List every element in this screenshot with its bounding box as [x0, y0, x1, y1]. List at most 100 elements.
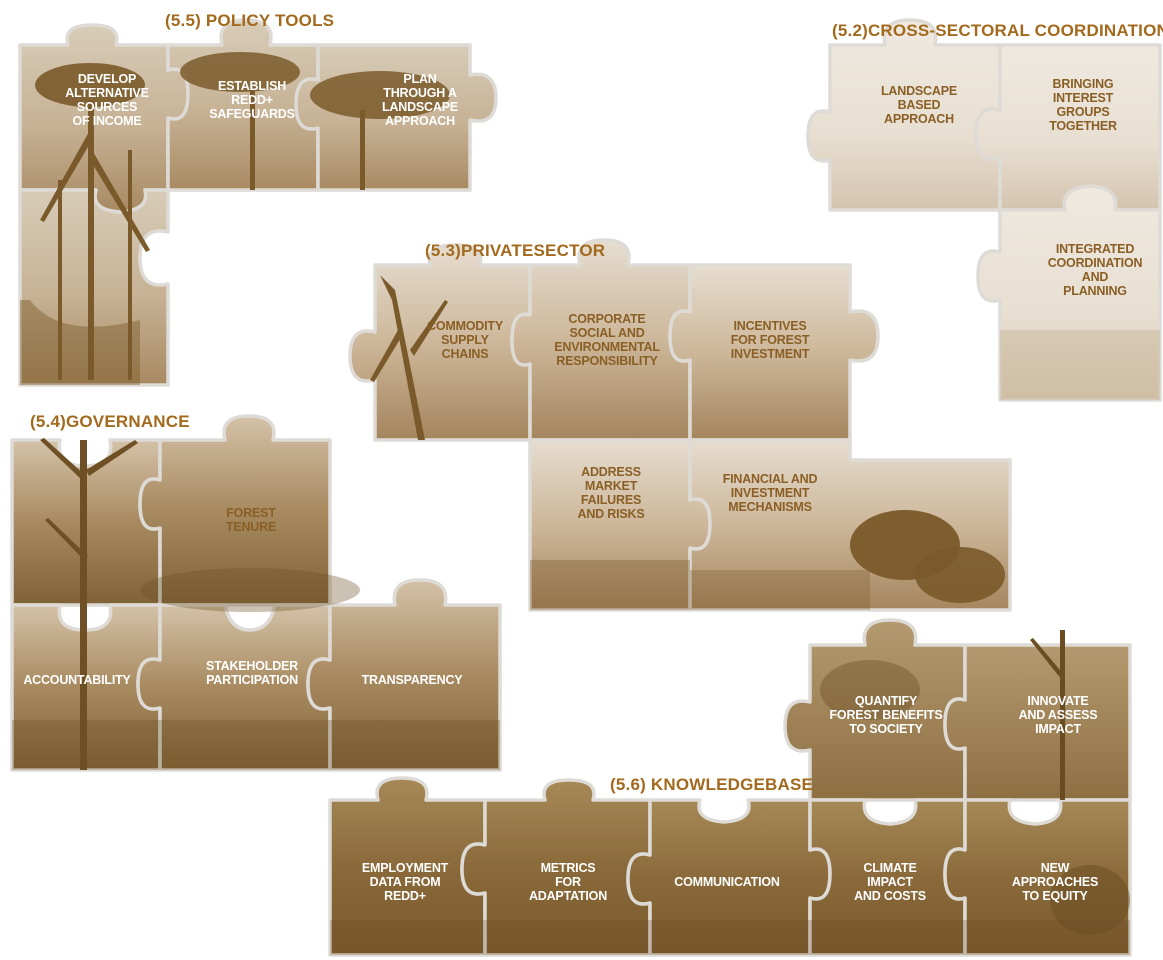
piece-label-line: APPROACHES: [1012, 875, 1098, 889]
piece-label-line: COMMODITY: [427, 319, 504, 333]
piece-label-line: FOREST: [226, 506, 276, 520]
group-heading: (5.4)GOVERNANCE: [30, 412, 190, 431]
piece-label-line: INTEREST: [1053, 91, 1114, 105]
piece-label-line: INCENTIVES: [733, 319, 806, 333]
piece-label-line: MARKET: [585, 479, 638, 493]
piece-label-line: METRICS: [541, 861, 596, 875]
group-heading: (5.5) POLICY TOOLS: [165, 11, 334, 30]
piece-label-line: IMPACT: [1035, 722, 1081, 736]
piece-label-line: BRINGING: [1053, 77, 1114, 91]
piece-label-line: PLANNING: [1063, 284, 1127, 298]
piece-label-line: TO EQUITY: [1022, 889, 1088, 903]
group-cross-sectoral: (5.2)CROSS-SECTORAL COORDINATION LANDSCA…: [806, 18, 1163, 402]
haze-band: [1000, 330, 1160, 400]
piece-label-line: ALTERNATIVE: [65, 86, 148, 100]
tree-silhouette-icon: [12, 438, 500, 770]
puzzle-piece: [943, 643, 1132, 802]
piece-label-line: PLAN: [403, 72, 436, 86]
piece-label-line: TRANSPARENCY: [362, 673, 464, 687]
piece-label-line: AND RISKS: [578, 507, 645, 521]
piece-label-line: QUANTIFY: [855, 694, 918, 708]
piece-label-line: ADAPTATION: [529, 889, 607, 903]
piece-label-line: NEW: [1041, 861, 1070, 875]
piece-label-line: SOCIAL AND: [569, 326, 644, 340]
piece-label-line: AND COSTS: [854, 889, 926, 903]
piece-label-line: AND: [1082, 270, 1109, 284]
piece-label-line: FAILURES: [581, 493, 641, 507]
piece-label-line: TOGETHER: [1049, 119, 1117, 133]
piece-label-line: INVESTMENT: [731, 347, 810, 361]
piece-label-line: PARTICIPATION: [206, 673, 298, 687]
piece-label-line: REDD+: [384, 889, 426, 903]
piece-label-line: CHAINS: [442, 347, 489, 361]
piece-label: COMMUNICATION: [674, 875, 780, 889]
piece-label-line: TENURE: [226, 520, 276, 534]
piece-label-line: REDD+: [231, 93, 273, 107]
piece-label-line: INTEGRATED: [1056, 242, 1134, 256]
piece-label-line: FINANCIAL AND: [723, 472, 818, 486]
piece-label: ACCOUNTABILITY: [23, 673, 131, 687]
piece-label-line: LANDSCAPE: [382, 100, 458, 114]
piece-label-line: SUPPLY: [441, 333, 490, 347]
piece-label-line: CLIMATE: [863, 861, 916, 875]
piece-label-line: STAKEHOLDER: [206, 659, 298, 673]
piece-label-line: ENVIRONMENTAL: [554, 340, 660, 354]
piece-label-line: LANDSCAPE: [881, 84, 957, 98]
puzzle-piece: [306, 578, 502, 772]
group-heading: (5.3)PRIVATESECTOR: [425, 241, 605, 260]
piece-label-line: TO SOCIETY: [849, 722, 923, 736]
piece-label-line: CORPORATE: [568, 312, 645, 326]
piece-label-line: MECHANISMS: [728, 500, 811, 514]
piece-label-line: APPROACH: [385, 114, 455, 128]
piece-label-line: INNOVATE: [1027, 694, 1088, 708]
piece-label-line: DEVELOP: [78, 72, 136, 86]
piece-label-line: SOURCES: [77, 100, 137, 114]
piece-label-line: OF INCOME: [72, 114, 141, 128]
piece-label-line: FOR: [555, 875, 581, 889]
group-heading: (5.2)CROSS-SECTORAL COORDINATION: [832, 21, 1163, 40]
piece-label-line: GROUPS: [1057, 105, 1110, 119]
tree-silhouette-icon: [20, 52, 450, 385]
piece-label-line: ESTABLISH: [218, 79, 286, 93]
piece-label-line: RESPONSIBILITY: [556, 354, 658, 368]
tree-silhouette-icon: [370, 275, 1005, 610]
piece-label-line: INVESTMENT: [731, 486, 810, 500]
piece-label-line: SAFEGUARDS: [209, 107, 295, 121]
piece-label-line: BASED: [898, 98, 941, 112]
piece-label-line: COORDINATION: [1048, 256, 1143, 270]
piece-label-line: FOREST BENEFITS: [830, 708, 943, 722]
piece-label-line: COMMUNICATION: [674, 875, 780, 889]
tree-silhouette-icon: [330, 630, 1130, 955]
piece-label-line: EMPLOYMENT: [362, 861, 449, 875]
piece-label-line: AND ASSESS: [1019, 708, 1098, 722]
piece-label-line: ADDRESS: [581, 465, 641, 479]
piece-label-line: DATA FROM: [370, 875, 441, 889]
